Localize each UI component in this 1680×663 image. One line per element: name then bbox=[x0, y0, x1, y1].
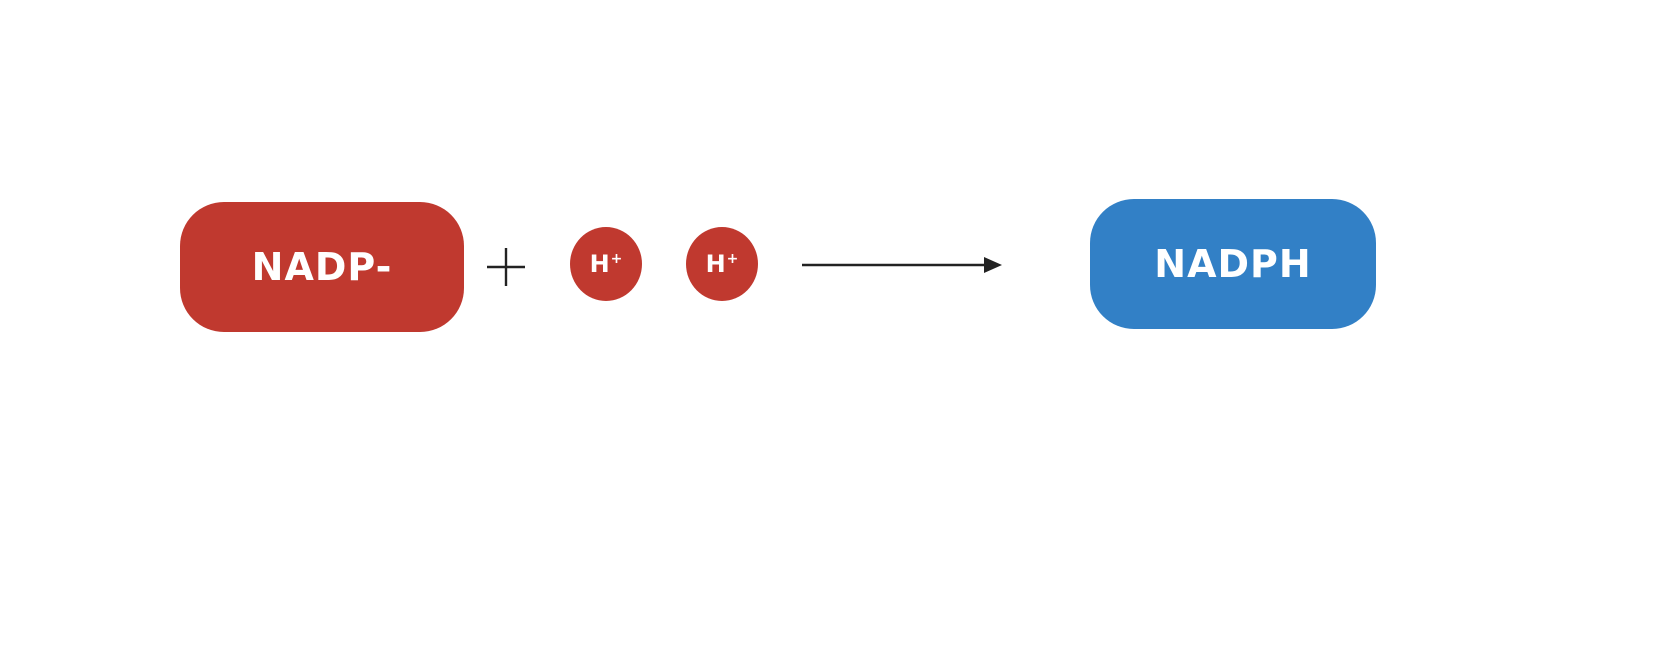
ion-charge: + bbox=[610, 251, 623, 267]
hydrogen-ion-2: H+ bbox=[686, 227, 758, 301]
product-label: NADPH bbox=[1154, 242, 1312, 286]
plus-icon bbox=[487, 248, 525, 286]
product-nadph: NADPH bbox=[1090, 199, 1376, 329]
right-arrow-icon bbox=[802, 257, 1002, 273]
ion-symbol: H bbox=[589, 250, 610, 278]
reactant-nadp-minus: NADP- bbox=[180, 202, 464, 332]
reactant-label: NADP- bbox=[251, 245, 393, 289]
hydrogen-ion-1: H+ bbox=[570, 227, 642, 301]
ion-charge: + bbox=[726, 251, 739, 267]
ion-symbol: H bbox=[705, 250, 726, 278]
